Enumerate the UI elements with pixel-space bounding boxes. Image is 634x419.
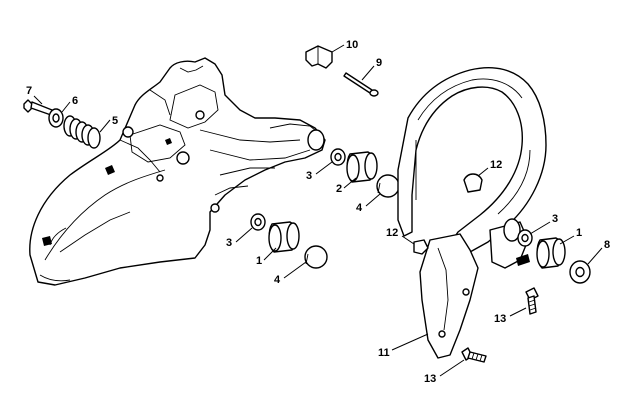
part-3-right-bushing xyxy=(517,229,533,247)
callout-13-upper: 13 xyxy=(494,313,506,325)
callout-4-upper: 4 xyxy=(356,202,363,214)
callout-3-upper: 3 xyxy=(306,170,312,182)
part-1-right-buffer xyxy=(536,237,566,269)
housing xyxy=(29,57,326,286)
part-9-pin xyxy=(343,72,379,97)
part-12-upper-plug xyxy=(463,173,483,193)
part-7-screw xyxy=(23,99,53,116)
part-8-cap xyxy=(569,260,591,284)
callout-1-lower: 1 xyxy=(256,255,262,267)
callout-7: 7 xyxy=(26,85,32,97)
callout-13-lower: 13 xyxy=(424,373,436,385)
callout-3-lower: 3 xyxy=(226,237,232,249)
part-4-lower-plug xyxy=(304,245,328,269)
callout-11: 11 xyxy=(378,347,390,359)
callout-10: 10 xyxy=(346,39,358,51)
callout-6: 6 xyxy=(72,95,78,107)
callout-9: 9 xyxy=(376,57,382,69)
callout-12-upper: 12 xyxy=(490,159,502,171)
part-3-upper-bushing xyxy=(330,148,346,166)
callout-8: 8 xyxy=(604,239,610,251)
callout-12-lower: 12 xyxy=(386,227,398,239)
part-1-buffer xyxy=(268,221,300,253)
callouts: 7 6 5 10 9 3 2 4 3 1 4 12 12 3 1 8 13 xyxy=(26,39,610,385)
callout-4-lower: 4 xyxy=(274,274,281,286)
part-13-lower-screw xyxy=(461,347,487,363)
callout-1-right: 1 xyxy=(576,227,582,239)
part-13-upper-screw xyxy=(525,287,539,315)
callout-3-right: 3 xyxy=(552,213,558,225)
part-5-spring xyxy=(63,115,101,149)
part-2-buffer xyxy=(346,151,378,183)
part-6-washer xyxy=(48,108,64,128)
part-10-clip xyxy=(305,45,333,69)
part-12-lower-plug xyxy=(413,239,429,255)
part-4-upper-plug xyxy=(376,174,400,198)
callout-5: 5 xyxy=(112,115,118,127)
callout-2: 2 xyxy=(336,183,342,195)
part-3-lower-bushing xyxy=(250,213,266,231)
part-11-handlebar xyxy=(397,67,547,359)
